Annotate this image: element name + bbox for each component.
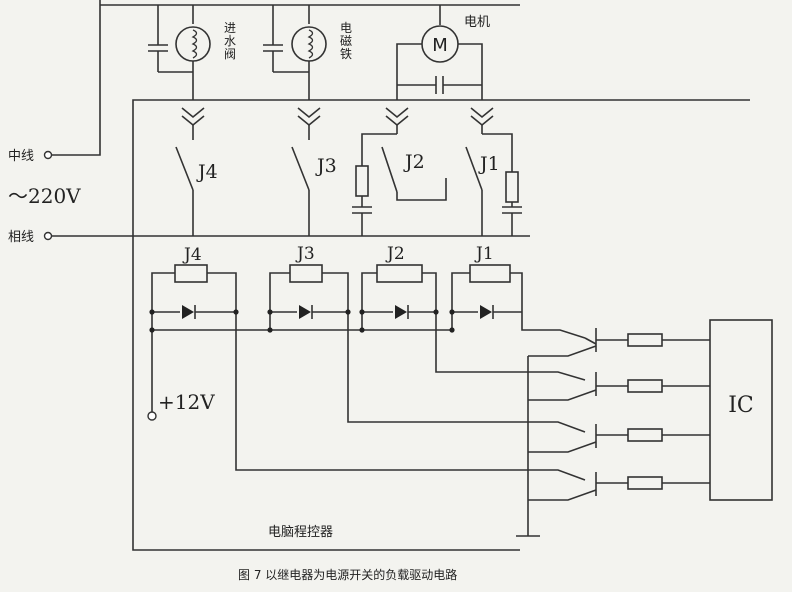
ic-label: IC — [728, 393, 754, 418]
svg-text:电 磁 铁: 电 磁 铁 — [340, 21, 356, 61]
neutral-label: 中线 — [8, 149, 34, 164]
j1-coil-label: J1 — [474, 244, 494, 264]
magnet-label-3: 铁 — [340, 47, 352, 61]
j2-coil-label: J2 — [385, 244, 405, 264]
j3-contact-label: J3 — [315, 155, 337, 177]
magnet-label-1: 电 — [340, 21, 352, 35]
j4-coil-label: J4 — [182, 245, 202, 265]
controller-label: 电脑程控器 — [268, 525, 333, 540]
junction-dots — [149, 309, 455, 333]
j2-drive-wire — [435, 330, 586, 381]
j4-contact — [175, 146, 194, 191]
figure-caption: 图 7 以继电器为电源开关的负载驱动电路 — [238, 567, 457, 582]
valve-coil-icon — [191, 29, 198, 59]
j4-drive-wire — [235, 330, 586, 481]
j2-relay-coil — [361, 264, 437, 330]
connector-chevrons — [181, 107, 494, 127]
driver-transistors — [528, 328, 597, 501]
supply-terminal-12v — [147, 411, 157, 421]
magnet-label-2: 磁 — [340, 33, 352, 48]
j1-relay-coil — [451, 264, 523, 330]
j1-contact-label: J1 — [478, 153, 500, 175]
j3-drive-wire — [347, 330, 586, 433]
j3-coil-label: J3 — [295, 244, 315, 264]
controller-outline — [132, 99, 750, 551]
motor-label: 电机 — [464, 15, 490, 30]
j2-snubber-resistor — [355, 165, 369, 197]
motor-symbol-label: M — [432, 35, 448, 56]
ic-block — [709, 319, 773, 501]
j2-contact — [381, 146, 398, 193]
valve-label-2: 水 — [224, 34, 236, 48]
valve-label-3: 阀 — [224, 47, 236, 61]
dc-voltage-label: +12V — [158, 390, 215, 414]
j1-contact — [465, 146, 483, 191]
phase-terminal — [43, 231, 53, 241]
j4-relay-coil — [151, 264, 237, 330]
neutral-wire — [52, 0, 101, 156]
base-resistors — [596, 333, 710, 490]
valve-label-1: 进 — [224, 21, 236, 35]
svg-text:进 水 阀: 进 水 阀 — [224, 21, 240, 61]
neutral-terminal — [43, 150, 53, 160]
phase-label: 相线 — [8, 230, 34, 245]
j4-contact-label: J4 — [196, 161, 218, 183]
j1-snubber-resistor — [505, 171, 519, 203]
j2-contact-label: J2 — [403, 151, 425, 173]
ac-voltage-label: ～220V — [8, 184, 81, 208]
magnet-coil-icon — [307, 29, 314, 59]
j3-relay-coil — [269, 264, 349, 330]
j1-drive-wire — [521, 312, 586, 339]
j3-contact — [291, 146, 310, 191]
